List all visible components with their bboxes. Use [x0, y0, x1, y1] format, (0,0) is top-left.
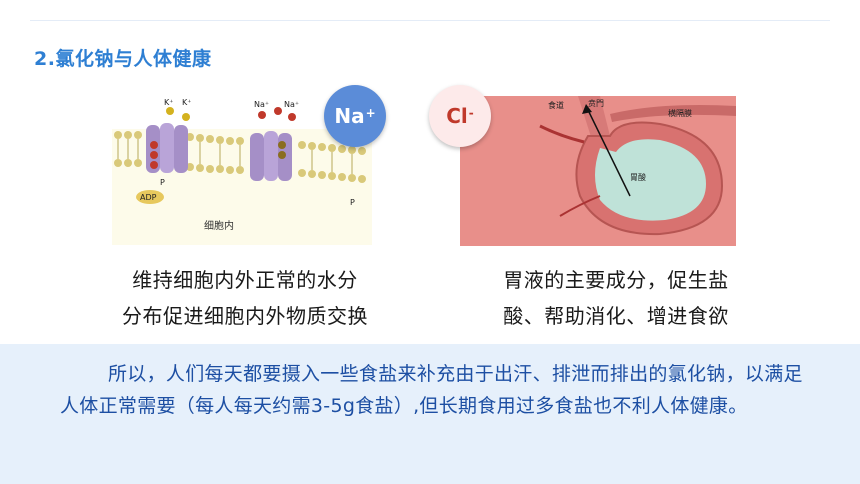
slide-title: 2.氯化钠与人体健康	[34, 48, 212, 70]
chloride-function-caption: 胃液的主要成分，促生盐 酸、帮助消化、增进食欲	[456, 262, 776, 334]
chloride-caption-line-1: 胃液的主要成分，促生盐	[503, 268, 729, 292]
na-ion-label-2: Na⁺	[284, 100, 299, 109]
na-ion-label: Na⁺	[254, 100, 269, 109]
chloride-ion-charge: -	[468, 106, 474, 120]
chloride-caption-line-2: 酸、帮助消化、增进食欲	[503, 304, 729, 328]
sodium-function-caption: 维持细胞内外正常的水分 分布促进细胞内外物质交换	[80, 262, 410, 334]
esophagus-label: 食道	[548, 100, 564, 110]
sodium-ion-badge: Na+	[324, 85, 386, 147]
chloride-ion-symbol: Cl	[446, 104, 468, 128]
chloride-ion-badge: Cl-	[429, 85, 491, 147]
stomach-illustration: 食道 贲門 横隔膜 胃酸	[460, 96, 736, 246]
sodium-caption-line-1: 维持细胞内外正常的水分	[132, 268, 358, 292]
stomach-image: 食道 贲門 横隔膜 胃酸	[460, 96, 736, 246]
conclusion-text: 所以，人们每天都要摄入一些食盐来补充由于出汗、排泄而排出的氯化钠，以满足人体正常…	[60, 363, 803, 417]
cardia-label: 贲門	[588, 98, 604, 108]
top-divider	[30, 20, 830, 21]
k-ion-label-2: K⁺	[182, 98, 191, 107]
k-ion-label: K⁺	[164, 98, 173, 107]
sodium-ion-symbol: Na	[334, 104, 365, 128]
conclusion-band	[0, 344, 860, 484]
conclusion-paragraph: 所以，人们每天都要摄入一些食盐来补充由于出汗、排泄而排出的氯化钠，以满足人体正常…	[60, 358, 820, 422]
p-label: P	[160, 178, 165, 187]
diaphragm-label: 横隔膜	[668, 108, 692, 118]
sodium-ion-charge: +	[365, 106, 376, 120]
adp-label: ADP	[140, 193, 157, 202]
p-label-2: P	[350, 198, 355, 207]
gastric-acid-label: 胃酸	[630, 172, 646, 182]
sodium-caption-line-2: 分布促进细胞内外物质交换	[122, 304, 368, 328]
cell-inside-label: 细胞内	[204, 219, 234, 232]
